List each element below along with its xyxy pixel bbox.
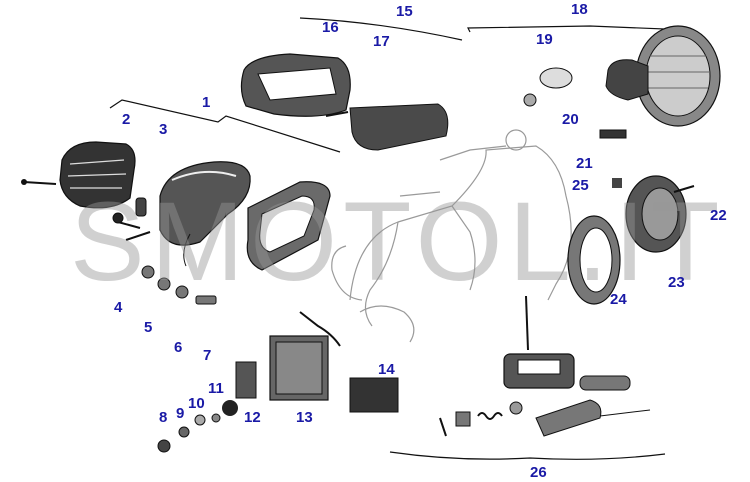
callout-20: 20 [562, 111, 579, 128]
callout-1: 1 [202, 94, 211, 111]
callout-12: 12 [244, 409, 261, 426]
watermark: SMOTOL.IT [70, 179, 726, 304]
callout-24: 24 [610, 291, 627, 308]
callout-18: 18 [571, 1, 588, 18]
callout-22: 22 [710, 207, 727, 224]
callout-17: 17 [373, 33, 390, 50]
callout-10: 10 [188, 395, 205, 412]
switch-assembly [439, 295, 651, 437]
callout-6: 6 [174, 339, 183, 356]
callout-8: 8 [159, 409, 168, 426]
bulb-holder [112, 197, 151, 241]
callout-2: 2 [122, 111, 131, 128]
callout-25: 25 [572, 177, 589, 194]
rear-fasteners [141, 265, 217, 305]
callout-14: 14 [378, 361, 395, 378]
headlamp-assembly [523, 25, 721, 139]
callout-19: 19 [536, 31, 553, 48]
callout-9: 9 [176, 405, 185, 422]
group-brackets [109, 17, 697, 460]
callout-15: 15 [396, 3, 413, 20]
callout-3: 3 [159, 121, 168, 138]
callout-23: 23 [668, 274, 685, 291]
callout-11: 11 [208, 380, 224, 397]
callout-16: 16 [322, 19, 339, 36]
callout-21: 21 [576, 155, 593, 172]
rear-lamp-housing [159, 161, 251, 267]
lamp-gasket [246, 181, 331, 271]
callout-26: 26 [530, 464, 547, 481]
front-lamp-ring [567, 175, 695, 305]
scooter-outline [331, 145, 572, 343]
regulator-parts [157, 311, 399, 453]
callout-7: 7 [203, 347, 212, 364]
callout-13: 13 [296, 409, 313, 426]
callout-4: 4 [114, 299, 123, 316]
callout-5: 5 [144, 319, 153, 336]
tail-lamp [21, 141, 136, 209]
plate-lamp [240, 53, 449, 151]
